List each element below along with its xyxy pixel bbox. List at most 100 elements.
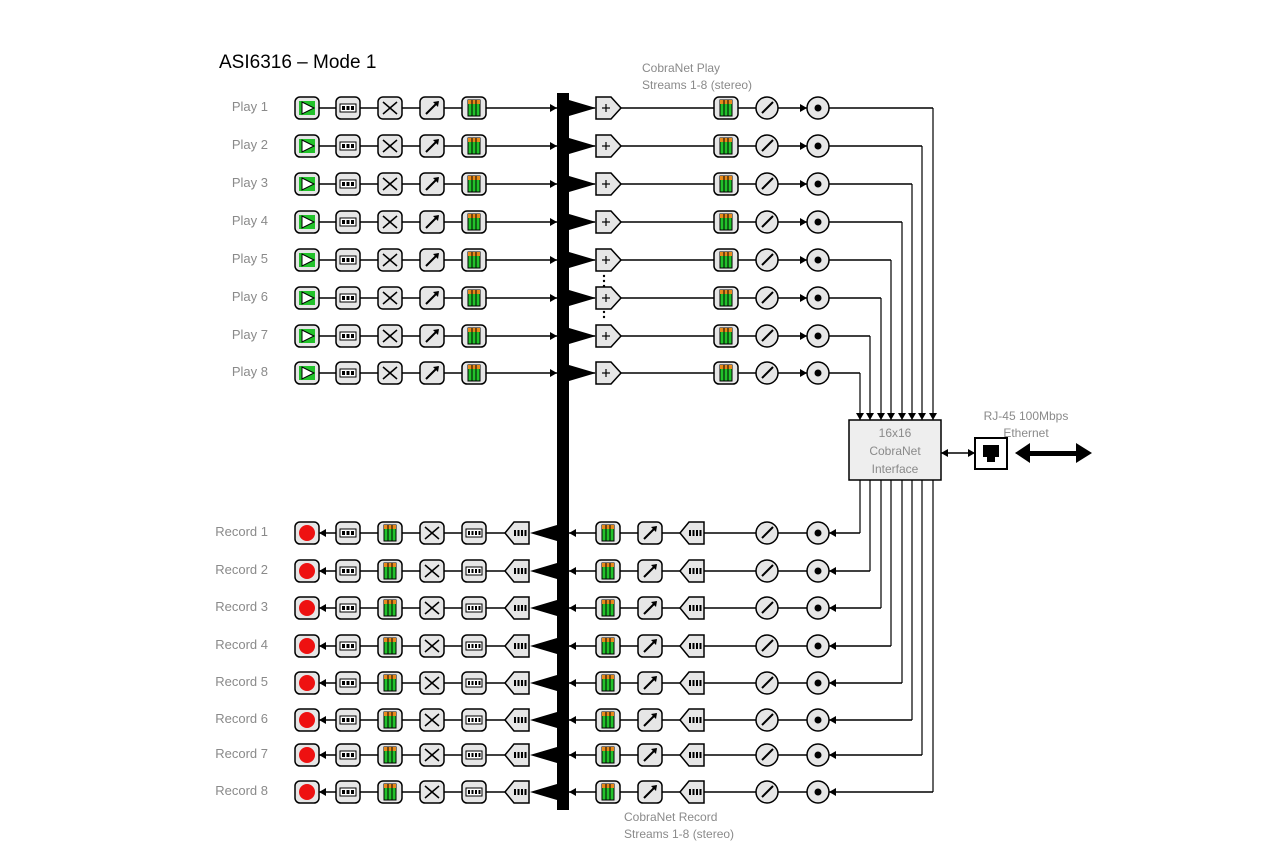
mux-icon bbox=[679, 671, 705, 695]
meter-icon bbox=[713, 361, 739, 385]
mixer-icon bbox=[377, 324, 403, 348]
connector-icon bbox=[806, 324, 830, 348]
adder-icon bbox=[595, 134, 623, 158]
arrow bbox=[550, 180, 557, 188]
play-icon bbox=[294, 286, 320, 310]
connector-icon bbox=[806, 361, 830, 385]
bus-arrow bbox=[569, 252, 596, 268]
play-icon bbox=[294, 172, 320, 196]
mixer-icon bbox=[377, 96, 403, 120]
connector-icon bbox=[806, 743, 830, 767]
src-icon bbox=[335, 634, 361, 658]
arrow bbox=[829, 788, 836, 796]
src-icon bbox=[335, 708, 361, 732]
meter-icon bbox=[595, 521, 621, 545]
interface-line3: Interface bbox=[871, 462, 919, 476]
arrow bbox=[319, 716, 326, 724]
meter-icon bbox=[377, 671, 403, 695]
volume-icon bbox=[637, 671, 663, 695]
mux-icon bbox=[679, 743, 705, 767]
play-streams-line2: Streams 1-8 (stereo) bbox=[642, 78, 753, 92]
record-streams-line1: CobraNet Record bbox=[624, 810, 718, 824]
meter-icon bbox=[595, 743, 621, 767]
bus-arrow bbox=[569, 328, 596, 344]
arrow bbox=[319, 751, 326, 759]
volume-icon bbox=[637, 780, 663, 804]
mixer-icon bbox=[419, 634, 445, 658]
meter-icon bbox=[461, 324, 487, 348]
arrow bbox=[800, 104, 807, 112]
arrow bbox=[968, 449, 975, 457]
interface-label: 16x16 CobraNet Interface bbox=[851, 424, 939, 478]
meter-icon bbox=[461, 210, 487, 234]
volume-icon bbox=[419, 286, 445, 310]
volume-knob-icon bbox=[755, 743, 779, 767]
arrow bbox=[569, 716, 576, 724]
connector-icon bbox=[806, 634, 830, 658]
record-icon bbox=[294, 521, 320, 545]
arrow bbox=[569, 567, 576, 575]
play-row-label: Play 6 bbox=[231, 289, 268, 304]
connector-icon bbox=[806, 596, 830, 620]
mux-icon bbox=[504, 780, 530, 804]
bus-arrow bbox=[569, 100, 596, 116]
play-streams-line1: CobraNet Play bbox=[642, 61, 721, 75]
mux-icon bbox=[679, 559, 705, 583]
cobranet-interface-box bbox=[848, 419, 942, 481]
meter-icon bbox=[461, 134, 487, 158]
mux-icon bbox=[504, 634, 530, 658]
volume-knob-icon bbox=[755, 248, 779, 272]
meter-icon bbox=[595, 671, 621, 695]
arrow bbox=[829, 529, 836, 537]
volume-knob-icon bbox=[755, 559, 779, 583]
vox-icon bbox=[461, 780, 487, 804]
meter-icon bbox=[461, 286, 487, 310]
meter-icon bbox=[595, 708, 621, 732]
routing-bus bbox=[557, 93, 569, 810]
meter-icon bbox=[595, 596, 621, 620]
play-icon bbox=[294, 134, 320, 158]
play-row-label: Play 1 bbox=[231, 99, 268, 114]
mixer-icon bbox=[419, 708, 445, 732]
connector-icon bbox=[806, 248, 830, 272]
mixer-icon bbox=[377, 134, 403, 158]
volume-knob-icon bbox=[755, 671, 779, 695]
src-icon bbox=[335, 743, 361, 767]
arrow bbox=[319, 529, 326, 537]
bus-arrow bbox=[530, 675, 557, 691]
meter-icon bbox=[461, 248, 487, 272]
meter-icon bbox=[713, 248, 739, 272]
arrow bbox=[550, 142, 557, 150]
arrow bbox=[800, 142, 807, 150]
arrow bbox=[800, 369, 807, 377]
connector-icon bbox=[806, 559, 830, 583]
arrow bbox=[800, 294, 807, 302]
record-icon bbox=[294, 671, 320, 695]
interface-line1: 16x16 bbox=[878, 426, 912, 440]
bus-arrow bbox=[530, 638, 557, 654]
mixer-icon bbox=[419, 559, 445, 583]
mux-icon bbox=[504, 596, 530, 620]
dot bbox=[602, 315, 606, 319]
mixer-icon bbox=[377, 172, 403, 196]
arrow bbox=[550, 332, 557, 340]
connector-icon bbox=[806, 671, 830, 695]
mux-icon bbox=[504, 521, 530, 545]
arrow bbox=[929, 413, 937, 420]
bus-arrow bbox=[530, 784, 557, 800]
volume-icon bbox=[419, 324, 445, 348]
arrow bbox=[829, 604, 836, 612]
meter-icon bbox=[461, 172, 487, 196]
bus-arrow bbox=[569, 176, 596, 192]
arrow bbox=[829, 716, 836, 724]
adder-icon bbox=[595, 210, 623, 234]
record-row-label: Record 4 bbox=[215, 637, 268, 652]
arrow bbox=[829, 751, 836, 759]
meter-icon bbox=[713, 134, 739, 158]
connector-icon bbox=[806, 521, 830, 545]
vox-icon bbox=[461, 743, 487, 767]
arrow bbox=[569, 604, 576, 612]
arrow bbox=[550, 256, 557, 264]
play-icon bbox=[294, 248, 320, 272]
arrow bbox=[941, 449, 948, 457]
